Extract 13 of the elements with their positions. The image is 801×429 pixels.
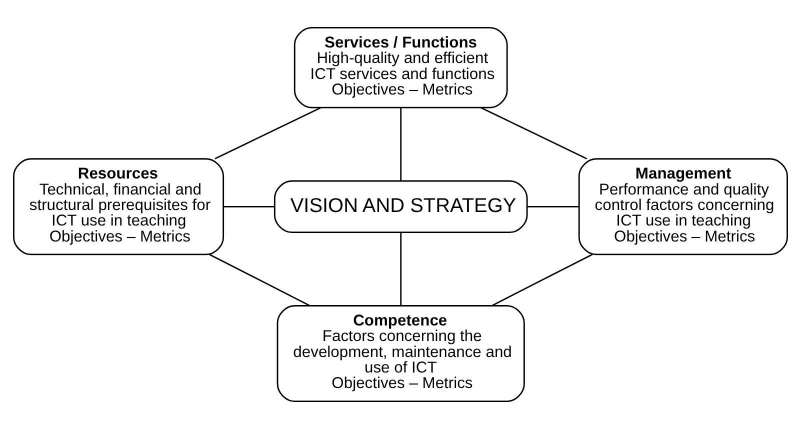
node-box: Management Performance and quality control factors concerning ICT use in teaching Objectives – Metrics bbox=[578, 158, 788, 256]
connector bbox=[209, 254, 310, 306]
node-box: Competence Factors concerning the development, maintenance and use of ICT Objectives – Metrics bbox=[276, 305, 525, 402]
node-box: Services / Functions High-quality and efficient ICT services and functions Objectives – Metrics bbox=[294, 27, 508, 108]
connector bbox=[480, 107, 588, 160]
connector bbox=[400, 108, 402, 181]
node-box: Resources Technical, financial and structural prerequisites for ICT use in teaching Objectives – Metrics bbox=[13, 158, 224, 256]
connector bbox=[492, 254, 593, 306]
connector bbox=[214, 107, 322, 160]
connector bbox=[224, 206, 274, 208]
connector bbox=[400, 232, 402, 306]
node-box: VISION AND STRATEGY bbox=[274, 180, 528, 234]
connector bbox=[527, 206, 579, 208]
